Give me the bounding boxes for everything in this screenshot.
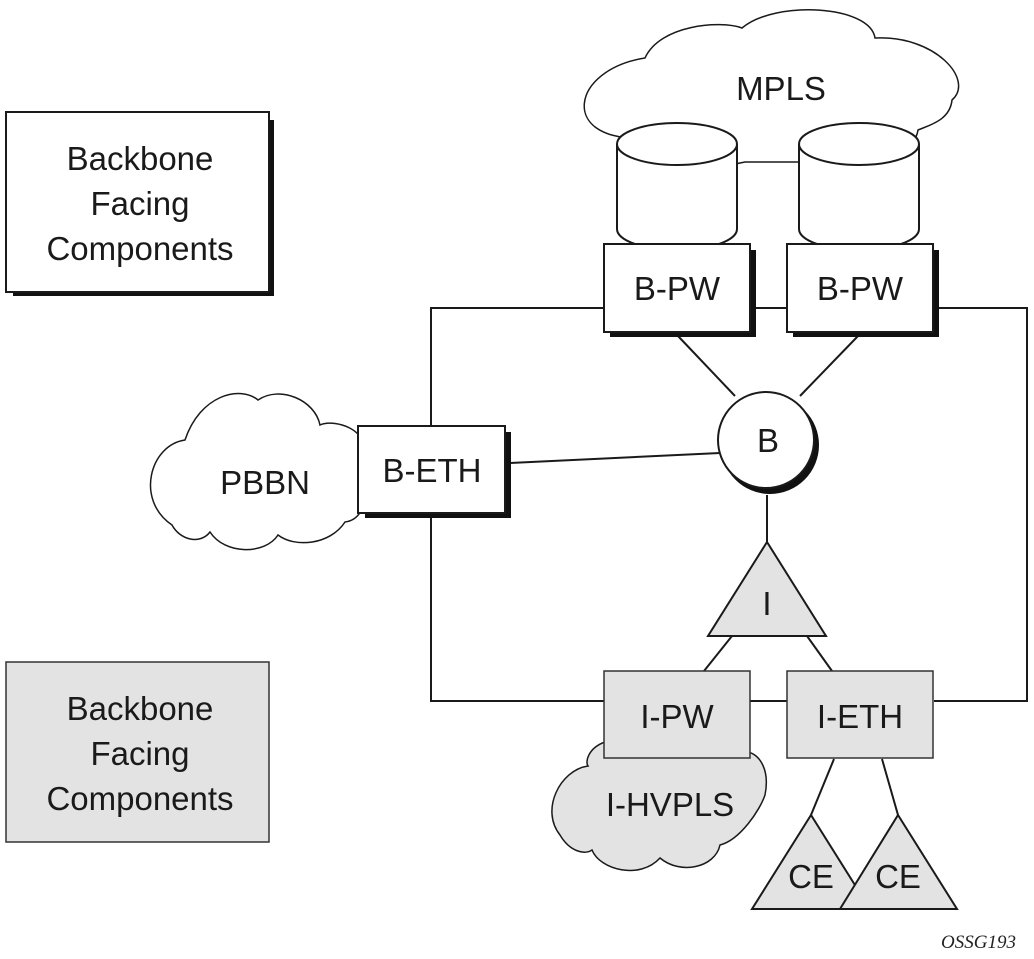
legend-white-line-2: Facing bbox=[90, 185, 189, 222]
pbbn-label: PBBN bbox=[220, 464, 310, 501]
ihvpls-cloud: I-HVPLS bbox=[551, 740, 767, 872]
link-ieth-ce-left bbox=[810, 758, 835, 816]
legend-gray-line-2: Facing bbox=[90, 735, 189, 772]
legend-gray-box: Backbone Facing Components bbox=[5, 661, 270, 843]
ipw-box: I-PW bbox=[603, 670, 751, 759]
bpw-left-box: B-PW bbox=[603, 243, 756, 337]
legend-gray-line-3: Components bbox=[46, 780, 233, 817]
ce-right-label: CE bbox=[875, 858, 921, 895]
link-ieth-ce-right bbox=[881, 758, 899, 816]
ce-left-label: CE bbox=[788, 858, 834, 895]
frame-bottom-left bbox=[430, 515, 604, 702]
legend-white-line-1: Backbone bbox=[67, 140, 214, 177]
ce-right: CE bbox=[838, 813, 959, 910]
cylinder-right bbox=[798, 122, 920, 251]
ce-left: CE bbox=[750, 813, 872, 910]
frame-right bbox=[934, 307, 1028, 702]
legend-white-box: Backbone Facing Components bbox=[5, 111, 274, 296]
figure-id: OSSG193 bbox=[941, 932, 1016, 953]
bpw-right-box: B-PW bbox=[786, 243, 939, 337]
i-node-label: I bbox=[762, 585, 771, 622]
link-bpw-left-b bbox=[677, 335, 736, 397]
beth-box: B-ETH bbox=[357, 425, 511, 518]
b-node: B bbox=[717, 391, 819, 494]
pbbn-cloud-shape bbox=[149, 392, 364, 551]
link-i-ipw bbox=[703, 635, 733, 672]
ieth-label: I-ETH bbox=[817, 698, 903, 735]
frame-top-left bbox=[430, 307, 604, 427]
ipw-label: I-PW bbox=[640, 698, 714, 735]
bpw-right-label: B-PW bbox=[817, 270, 904, 307]
ihvpls-label: I-HVPLS bbox=[606, 786, 734, 823]
connection-lines bbox=[430, 307, 1028, 816]
legend-white-line-3: Components bbox=[46, 230, 233, 267]
beth-label: B-ETH bbox=[383, 452, 482, 489]
ieth-box: I-ETH bbox=[786, 670, 934, 759]
legend-gray-line-1: Backbone bbox=[67, 690, 214, 727]
link-beth-b bbox=[509, 452, 721, 464]
link-bpw-right-b bbox=[799, 335, 859, 397]
link-i-ieth bbox=[806, 635, 833, 672]
mpls-label: MPLS bbox=[736, 70, 826, 107]
b-node-label: B bbox=[757, 422, 779, 459]
pbbn-cloud: PBBN bbox=[149, 392, 364, 551]
cylinder-left bbox=[616, 122, 738, 251]
bpw-left-label: B-PW bbox=[634, 270, 721, 307]
i-node: I bbox=[706, 540, 828, 637]
ihvpls-cloud-shape bbox=[551, 740, 767, 872]
